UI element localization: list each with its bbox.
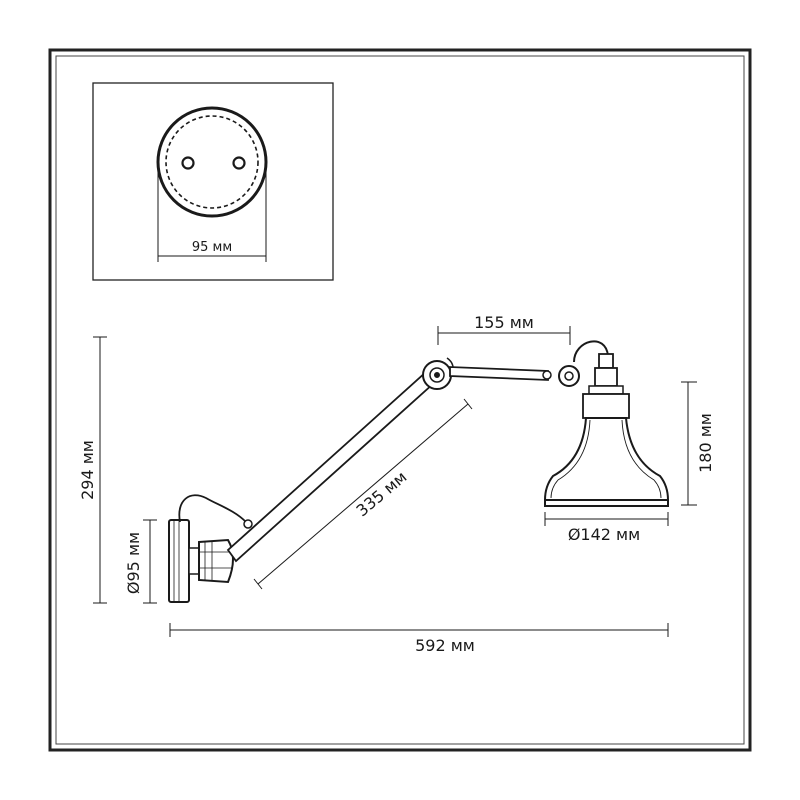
base-diameter-label: Ø95 мм [124,532,143,594]
total-length-label: 592 мм [415,636,475,655]
wall-base-icon [168,519,190,603]
plate-diameter-label: 95 мм [192,240,232,255]
lower-arm-length-label: 335 мм [352,467,410,520]
drawing-frame [48,48,752,752]
lower-arm-icon [226,370,436,563]
lamp-shade-icon [543,417,670,507]
base-joint-icon [188,538,234,584]
mounting-plate-icon [156,106,268,218]
dimension-lines [93,326,697,637]
cable-icon [178,494,247,523]
plate-diameter-dimension [157,170,267,262]
shade-diameter-label: Ø142 мм [568,525,640,544]
upper-arm-icon [449,366,552,381]
total-height-label: 294 мм [78,440,97,500]
mounting-plate-detail: 95 мм [92,82,334,281]
lamp-illustration [168,340,670,603]
shade-height-label: 180 мм [696,413,715,473]
upper-arm-length-label: 155 мм [474,313,534,332]
head-joint-icon [558,340,630,419]
